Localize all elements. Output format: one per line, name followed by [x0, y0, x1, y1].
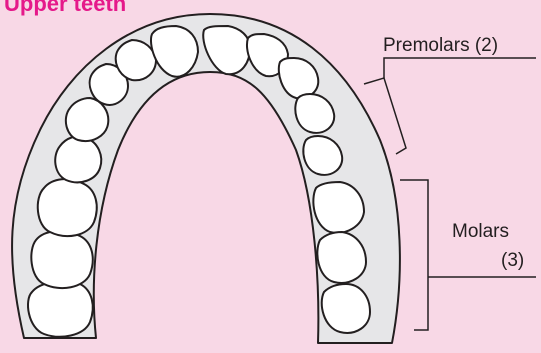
molars-label: Molars	[452, 221, 509, 244]
molars-count-label: (3)	[501, 250, 524, 273]
tooth-left-premolar-1	[66, 98, 108, 141]
tooth-right-molar-1	[313, 182, 364, 233]
tooth-right-molar-3	[322, 284, 370, 333]
premolars-leader-line	[384, 58, 536, 78]
tooth-left-molar-2	[31, 231, 92, 288]
molars-bracket	[400, 180, 428, 330]
tooth-right-molar-2	[317, 232, 366, 283]
premolars-label: Premolars (2)	[383, 35, 498, 58]
tooth-left-molar-3	[28, 281, 93, 337]
tooth-left-molar-1	[38, 179, 97, 236]
diagram-title: Upper teeth	[4, 0, 126, 17]
tooth-left-premolar-2	[55, 136, 101, 182]
